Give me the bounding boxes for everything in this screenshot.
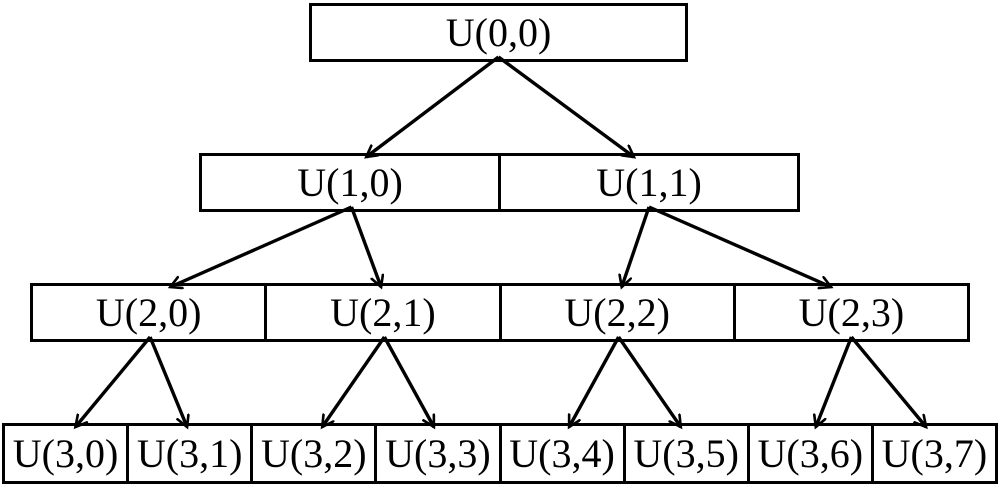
node-u10: U(1,0) [202, 156, 501, 209]
node-u33: U(3,3) [377, 426, 502, 481]
node-u31: U(3,1) [129, 426, 254, 481]
node-u21: U(2,1) [267, 286, 502, 339]
node-u37: U(3,7) [881, 430, 988, 476]
node-u00: U(0,0) [445, 9, 552, 55]
node-u32: U(3,2) [253, 426, 378, 481]
node-u30: U(3,0) [5, 426, 130, 481]
node-u11: U(1,1) [596, 159, 702, 205]
tree-level-3: U(3,0) U(3,1) U(3,2) U(3,3) U(3,4) U(3,5… [2, 423, 998, 484]
node-u22: U(2,2) [502, 286, 736, 339]
node-u34: U(3,4) [502, 426, 626, 481]
tree-level-2: U(2,0) U(2,1) U(2,2) U(2,3) [30, 283, 970, 342]
node-u23: U(2,3) [798, 289, 905, 335]
tree-level-1: U(1,0) U(1,1) [199, 153, 800, 212]
tree-level-0: U(0,0) [309, 3, 688, 62]
node-u36: U(3,6) [750, 426, 874, 481]
node-u35: U(3,5) [626, 426, 750, 481]
node-u20: U(2,0) [33, 286, 268, 339]
